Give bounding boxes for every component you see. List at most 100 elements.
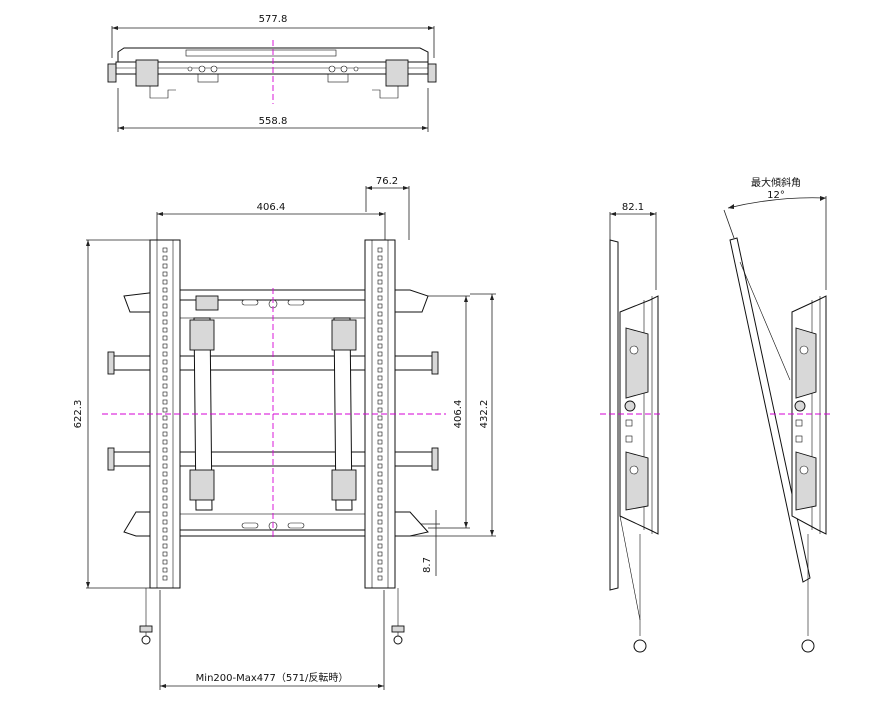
rail-hole: [377, 543, 383, 549]
rail-hole: [162, 295, 168, 301]
rail-hole: [377, 247, 383, 253]
rail-hole: [377, 327, 383, 333]
rail-hole: [162, 255, 168, 261]
rail-hole: [377, 511, 383, 517]
rail-hole: [162, 575, 168, 581]
rail-hole: [377, 503, 383, 509]
rail-hole: [162, 287, 168, 293]
rail-hole: [162, 407, 168, 413]
rail-hole: [377, 407, 383, 413]
rail-hole: [377, 311, 383, 317]
rail-hole: [377, 535, 383, 541]
rail-hole: [162, 383, 168, 389]
rail-hole: [162, 423, 168, 429]
rail-hole: [162, 367, 168, 373]
rail-hole: [162, 527, 168, 533]
dim-82-1: 82.1: [622, 202, 644, 213]
dim-406-4-vertical: 406.4: [453, 400, 464, 429]
left-rail-holes: [162, 247, 168, 581]
rail-hole: [377, 559, 383, 565]
rail-hole: [377, 567, 383, 573]
dim-8-7: 8.7: [422, 557, 433, 573]
rail-hole: [162, 463, 168, 469]
rail-hole: [162, 327, 168, 333]
rail-hole: [377, 271, 383, 277]
rail-hole: [377, 551, 383, 557]
rail-hole: [377, 367, 383, 373]
tilt-angle: 12°: [767, 190, 785, 201]
rail-hole: [162, 535, 168, 541]
rail-hole: [162, 543, 168, 549]
rail-hole: [377, 415, 383, 421]
rail-hole: [377, 471, 383, 477]
rail-hole: [162, 471, 168, 477]
rail-hole: [377, 303, 383, 309]
rail-hole: [162, 431, 168, 437]
rail-hole: [162, 447, 168, 453]
rail-hole: [162, 503, 168, 509]
rail-hole: [162, 567, 168, 573]
rail-hole: [162, 391, 168, 397]
dim-406-4-horizontal: 406.4: [257, 202, 286, 213]
rail-hole: [377, 519, 383, 525]
top-view: 577.8 558.8: [107, 14, 437, 132]
rail-hole: [162, 399, 168, 405]
rail-hole: [162, 319, 168, 325]
rail-hole: [377, 431, 383, 437]
dim-76-2: 76.2: [376, 176, 398, 187]
rail-hole: [377, 447, 383, 453]
rail-hole: [162, 439, 168, 445]
rail-hole: [377, 391, 383, 397]
rail-hole: [162, 511, 168, 517]
rail-hole: [377, 527, 383, 533]
rail-hole: [162, 375, 168, 381]
dim-432-2: 432.2: [479, 400, 490, 429]
rail-hole: [162, 263, 168, 269]
rail-hole: [377, 343, 383, 349]
rail-hole: [377, 439, 383, 445]
rail-hole: [162, 455, 168, 461]
rail-hole: [162, 343, 168, 349]
rail-hole: [377, 575, 383, 581]
rail-hole: [162, 519, 168, 525]
rail-hole: [162, 311, 168, 317]
rail-hole: [377, 487, 383, 493]
rail-hole: [162, 559, 168, 565]
rail-hole: [162, 495, 168, 501]
rail-hole: [377, 495, 383, 501]
rail-hole: [162, 303, 168, 309]
rail-hole: [162, 551, 168, 557]
rail-hole: [162, 247, 168, 253]
rail-hole: [377, 295, 383, 301]
rail-hole: [162, 487, 168, 493]
rail-hole: [162, 415, 168, 421]
side-view: 82.1: [600, 202, 662, 653]
dim-558-8: 558.8: [259, 116, 288, 127]
rail-hole: [162, 279, 168, 285]
rail-hole: [377, 319, 383, 325]
tilted-view: 最大傾斜角 12°: [723, 176, 830, 653]
rail-hole: [162, 351, 168, 357]
rail-hole: [377, 279, 383, 285]
rail-hole: [377, 263, 383, 269]
rail-hole: [377, 399, 383, 405]
rail-hole: [377, 455, 383, 461]
rail-hole: [377, 479, 383, 485]
dim-622-3: 622.3: [73, 400, 84, 429]
rail-hole: [162, 359, 168, 365]
rail-hole: [377, 359, 383, 365]
rail-hole: [377, 351, 383, 357]
dim-width-range: Min200-Max477（571/反転時）: [196, 672, 349, 684]
rail-hole: [162, 479, 168, 485]
tilt-title: 最大傾斜角: [751, 176, 801, 189]
rail-hole: [162, 271, 168, 277]
rail-hole: [377, 423, 383, 429]
dim-577-8: 577.8: [259, 14, 288, 25]
rail-hole: [377, 383, 383, 389]
front-view: 406.4 76.2 622.3 406.4 432.2 8.7: [73, 176, 496, 690]
right-rail-holes: [377, 247, 383, 581]
rail-hole: [377, 287, 383, 293]
rail-hole: [377, 255, 383, 261]
rail-hole: [377, 375, 383, 381]
